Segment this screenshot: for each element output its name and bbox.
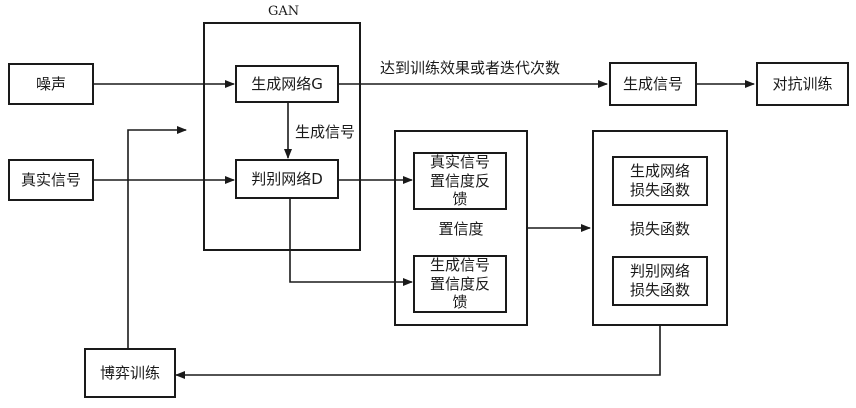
arrow-game-training-to-generator [128, 130, 186, 348]
gen-confidence-feedback-label: 生成信号 置信度反 馈 [430, 256, 490, 312]
discriminator-loss-label: 判别网络 损失函数 [630, 262, 690, 300]
loss-function-label: 损失函数 [630, 220, 690, 239]
generated-signal-edge-label: 生成信号 [295, 121, 355, 142]
adversarial-training-box: 对抗训练 [756, 62, 849, 106]
real-signal-box: 真实信号 [8, 159, 94, 201]
discriminator-box: 判别网络D [235, 159, 339, 199]
real-confidence-feedback-box: 真实信号 置信度反 馈 [413, 152, 507, 210]
convergence-edge-label: 达到训练效果或者迭代次数 [380, 57, 560, 78]
generator-box: 生成网络G [235, 65, 339, 103]
generator-loss-box: 生成网络 损失函数 [612, 156, 708, 206]
gan-title: GAN [268, 4, 299, 19]
noise-box: 噪声 [8, 63, 94, 105]
real-confidence-feedback-label: 真实信号 置信度反 馈 [430, 153, 490, 209]
gen-confidence-feedback-box: 生成信号 置信度反 馈 [413, 255, 507, 313]
arrow-loss-to-game-training [176, 326, 660, 375]
generator-loss-label: 生成网络 损失函数 [630, 162, 690, 200]
confidence-label: 置信度 [438, 220, 483, 239]
game-training-box: 博弈训练 [84, 348, 176, 398]
discriminator-loss-box: 判别网络 损失函数 [612, 256, 708, 306]
generated-signal-output-box: 生成信号 [609, 62, 697, 106]
